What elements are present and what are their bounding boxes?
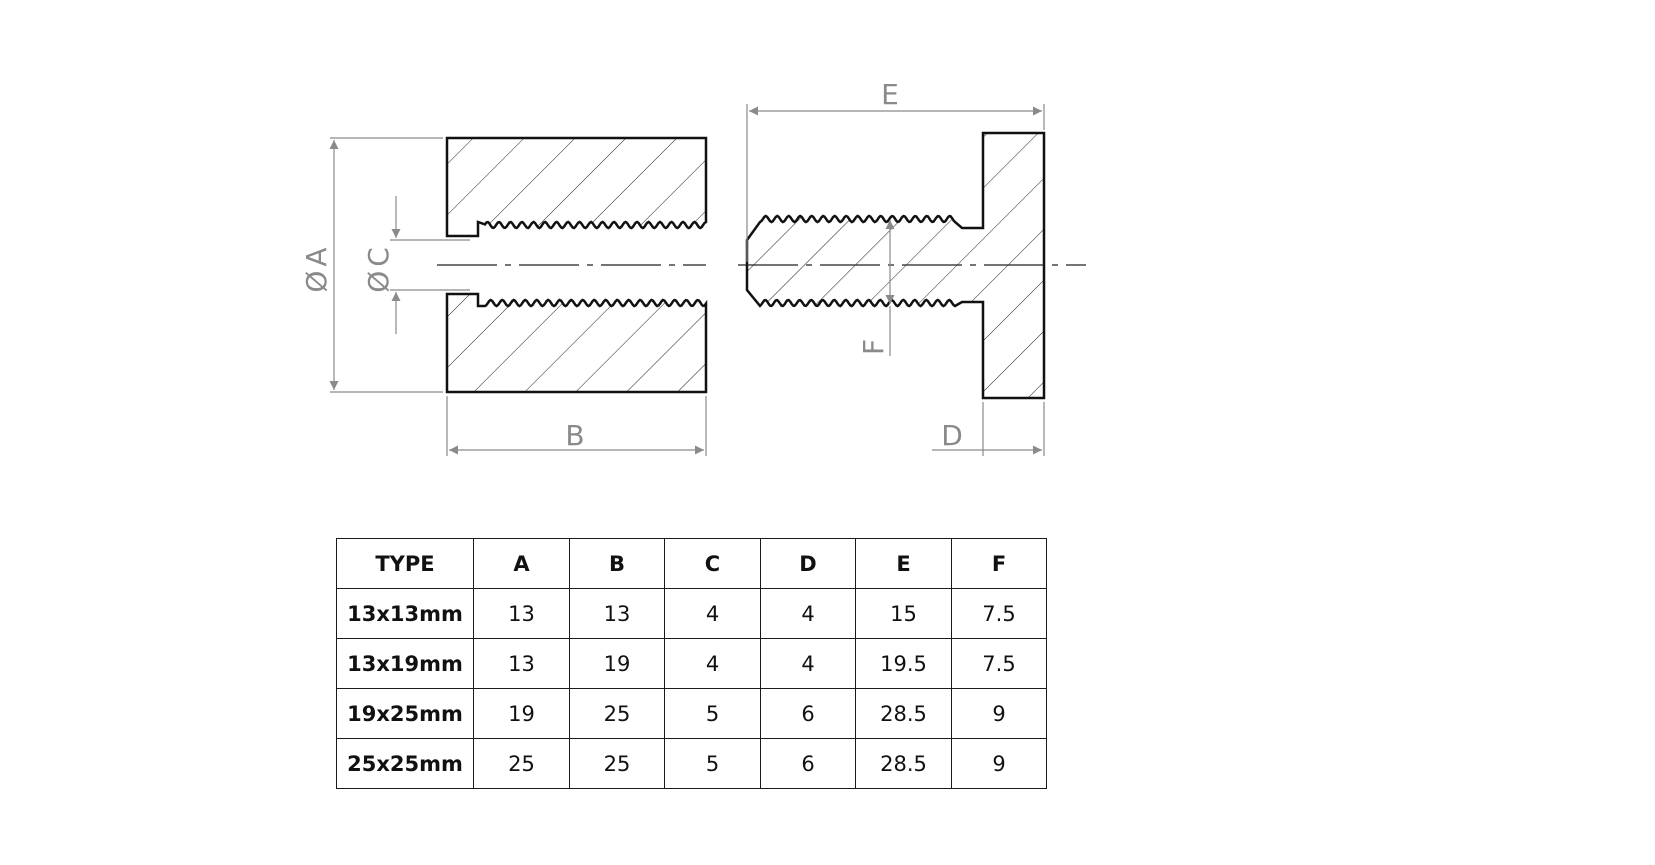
- table-header-row: TYPE A B C D E F: [336, 538, 1047, 589]
- dim-label-diameter-c: ØC: [362, 247, 395, 293]
- value-cell: 4: [664, 638, 761, 689]
- dim-label-diameter-a: ØA: [300, 247, 333, 292]
- value-cell: 28.5: [855, 688, 952, 739]
- value-cell: 13: [569, 588, 665, 639]
- dimension-lines: [329, 104, 1045, 456]
- value-cell: 7.5: [951, 588, 1047, 639]
- value-cell: 6: [760, 738, 856, 789]
- value-cell: 13: [473, 638, 570, 689]
- table-row: 13x13mm 13 13 4 4 15 7.5: [336, 588, 1047, 639]
- type-cell: 19x25mm: [336, 688, 474, 739]
- type-cell: 13x19mm: [336, 638, 474, 689]
- value-cell: 19.5: [855, 638, 952, 689]
- screw-body: [745, 131, 1046, 400]
- dim-label-d: D: [941, 419, 963, 452]
- value-cell: 25: [473, 738, 570, 789]
- insert-upper-half: [445, 136, 708, 238]
- value-cell: 25: [569, 688, 665, 739]
- header-d: D: [760, 538, 856, 589]
- header-a: A: [473, 538, 570, 589]
- value-cell: 9: [951, 688, 1047, 739]
- type-cell: 25x25mm: [336, 738, 474, 789]
- dim-label-b: B: [565, 419, 584, 452]
- table-row: 13x19mm 13 19 4 4 19.5 7.5: [336, 638, 1047, 689]
- value-cell: 4: [664, 588, 761, 639]
- header-e: E: [855, 538, 952, 589]
- header-type: TYPE: [336, 538, 474, 589]
- screw-section: [745, 131, 1046, 400]
- dimension-text: ØA ØC B E D F: [300, 78, 963, 452]
- value-cell: 19: [473, 688, 570, 739]
- dim-label-e: E: [881, 78, 899, 111]
- dimension-table: TYPE A B C D E F 13x13mm 13 13 4 4 15 7.…: [336, 538, 1047, 789]
- value-cell: 13: [473, 588, 570, 639]
- table-row: 25x25mm 25 25 5 6 28.5 9: [336, 738, 1047, 789]
- table-row: 19x25mm 19 25 5 6 28.5 9: [336, 688, 1047, 739]
- value-cell: 5: [664, 688, 761, 739]
- value-cell: 9: [951, 738, 1047, 789]
- value-cell: 5: [664, 738, 761, 789]
- value-cell: 4: [760, 588, 856, 639]
- threaded-insert-section: [445, 136, 708, 394]
- insert-lower-half: [445, 292, 708, 394]
- value-cell: 4: [760, 638, 856, 689]
- header-c: C: [664, 538, 761, 589]
- value-cell: 6: [760, 688, 856, 739]
- dim-label-f: F: [857, 339, 890, 355]
- value-cell: 28.5: [855, 738, 952, 789]
- value-cell: 19: [569, 638, 665, 689]
- value-cell: 15: [855, 588, 952, 639]
- header-b: B: [569, 538, 665, 589]
- value-cell: 7.5: [951, 638, 1047, 689]
- value-cell: 25: [569, 738, 665, 789]
- header-f: F: [951, 538, 1047, 589]
- type-cell: 13x13mm: [336, 588, 474, 639]
